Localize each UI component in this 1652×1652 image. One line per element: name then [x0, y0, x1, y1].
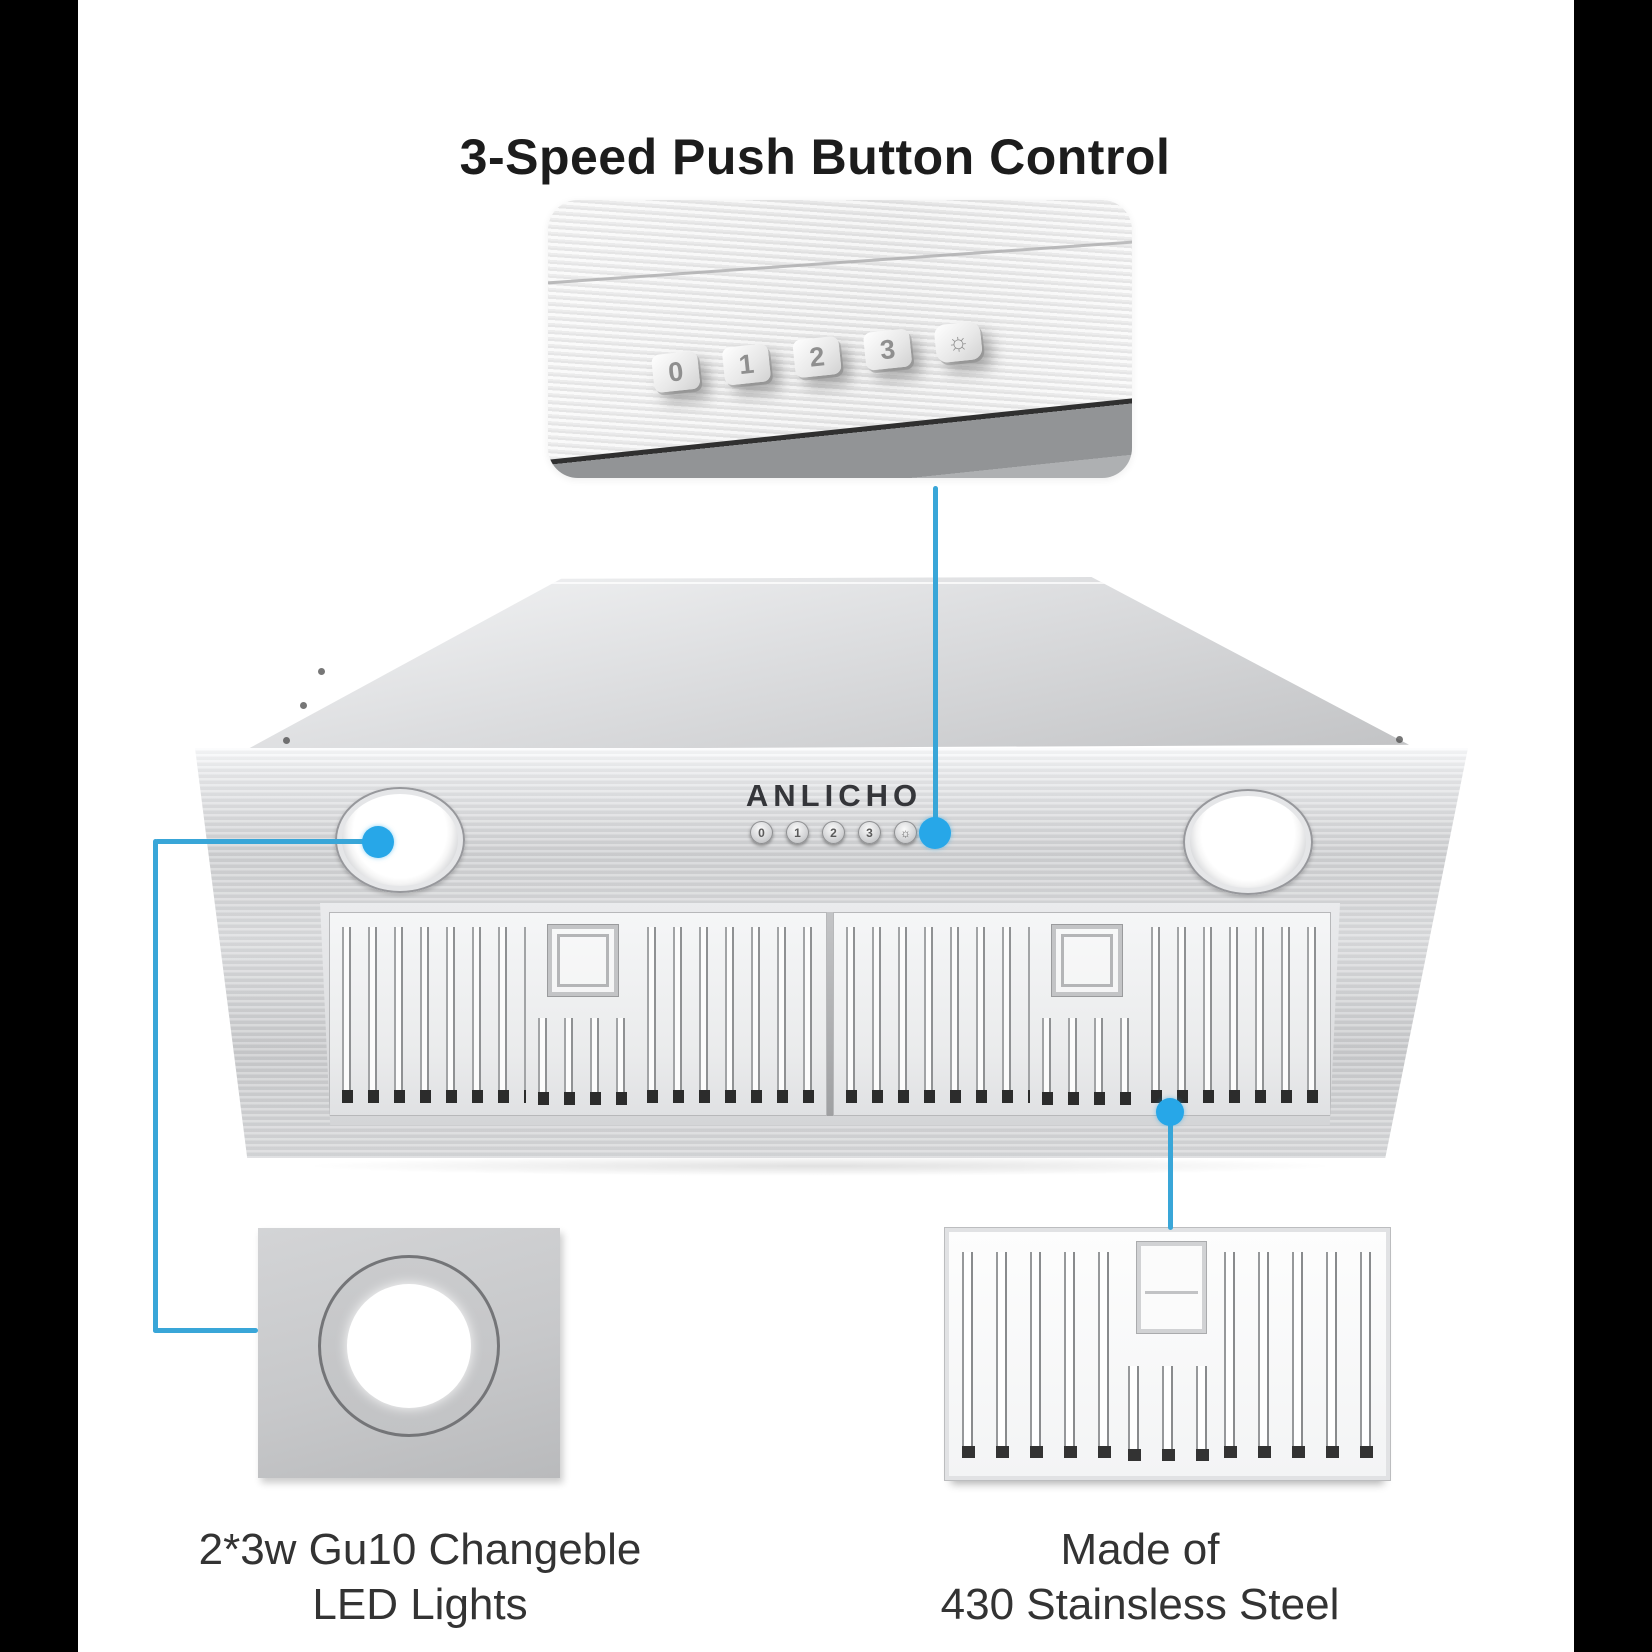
rivet-dot: [318, 668, 325, 675]
hood-button-row: 0 1 2 3 ☼: [750, 821, 917, 844]
speed-3-button: 3: [862, 328, 913, 371]
filter-slats: [846, 927, 1030, 1103]
control-panel-inset: 0 1 2 3 ☼: [548, 200, 1132, 478]
letterbox-right: [1574, 0, 1652, 1652]
steel-caption-line2: 430 Stainsless Steel: [940, 1580, 1340, 1629]
filter-handle: [547, 924, 620, 997]
filter-detail-inset: [944, 1227, 1391, 1481]
filter-handle: [1051, 924, 1124, 997]
steel-caption-line1: Made of: [1060, 1525, 1220, 1574]
led-disc: [347, 1283, 471, 1408]
hood-speed-3-button: 3: [858, 821, 881, 844]
led-ring: [318, 1254, 500, 1437]
rivet-dot: [300, 702, 307, 709]
callout-dot-filter: [1156, 1098, 1184, 1126]
hood-shadow: [300, 1156, 1340, 1176]
filter-slats: [1151, 927, 1321, 1103]
hood-speed-2-button: 2: [822, 821, 845, 844]
filter-slats: [342, 927, 526, 1103]
callout-line-filter: [1168, 1120, 1173, 1230]
filter-slats: [1224, 1251, 1373, 1459]
baffle-filter-assembly: [320, 903, 1340, 1125]
brand-logo: ANLICHO: [745, 778, 923, 813]
filter-slats-short: [538, 1018, 643, 1105]
hood-speed-1-button: 1: [786, 821, 809, 844]
led-caption: 2*3w Gu10 Changeble LED Lights: [120, 1522, 720, 1632]
led-caption-line1: 2*3w Gu10 Changeble: [198, 1525, 642, 1574]
steel-caption: Made of 430 Stainsless Steel: [890, 1522, 1390, 1632]
callout-line-light-horizontal: [155, 839, 371, 844]
rivet-dot: [283, 737, 290, 744]
filter-slats-short: [1042, 1018, 1147, 1105]
baffle-filter-left: [329, 912, 827, 1116]
filter-slats: [962, 1251, 1120, 1459]
callout-line-light-vertical: [153, 839, 158, 1333]
speed-2-button: 2: [792, 335, 842, 379]
hood-roof: [246, 577, 1409, 750]
led-light-inset: [258, 1228, 560, 1478]
filter-divider: [827, 912, 833, 1116]
led-caption-line2: LED Lights: [312, 1580, 528, 1629]
page-title: 3-Speed Push Button Control: [459, 129, 1171, 185]
speed-1-button: 1: [721, 343, 772, 386]
callout-line-light-elbow: [153, 1328, 258, 1333]
callout-dot-control: [919, 817, 951, 849]
hood-speed-0-button: 0: [750, 821, 773, 844]
speed-0-button: 0: [650, 350, 701, 394]
hood-light-button: ☼: [894, 821, 917, 844]
letterbox-left: [0, 0, 78, 1652]
led-lamp-right: [1183, 789, 1313, 895]
filter-handle: [1135, 1240, 1208, 1334]
rivet-dot: [1396, 736, 1403, 743]
callout-line-control: [933, 486, 938, 820]
light-icon: ☼: [933, 320, 984, 364]
baffle-filter-right: [833, 912, 1331, 1116]
filter-slats-short: [1128, 1366, 1225, 1461]
callout-dot-light: [362, 826, 394, 858]
filter-slats: [647, 927, 817, 1103]
